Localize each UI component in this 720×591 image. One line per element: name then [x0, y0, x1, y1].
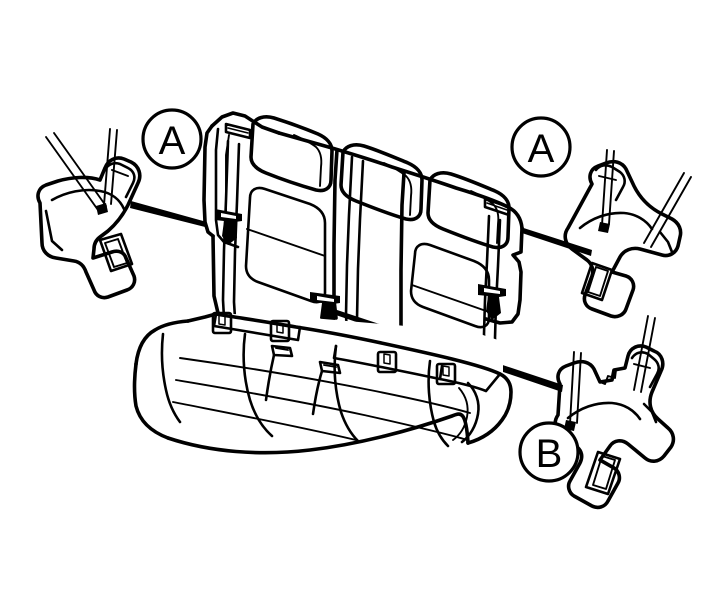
buckle-b-pad-crease [633, 363, 651, 369]
cushion-seam-divider-3 [427, 359, 450, 448]
buckle-b-press-pad [630, 351, 660, 389]
headrest-center [339, 143, 424, 222]
seat-cushion-front-edge [132, 362, 170, 440]
seat-cushion-right-edge [466, 372, 513, 445]
buckle-a-left-strap-4 [110, 129, 118, 205]
callout-b-circle [518, 421, 580, 483]
buckle-a-left-tongue-slot-inner [104, 238, 128, 268]
callout-a-left[interactable]: A [141, 108, 203, 170]
buckle-b [553, 315, 676, 510]
buckle-b-strap-end [642, 402, 658, 424]
buckle-b-tongue-slot-outer [584, 450, 622, 496]
buckle-a-right-strap-end [658, 230, 674, 254]
buckle-a-right-press-pad [594, 164, 626, 202]
buckle-a-left-press-pad [103, 161, 136, 199]
seat-cushion-top-rear-run [214, 312, 502, 376]
buckle-a-left-pad-crease [111, 169, 129, 177]
rear-seat-assembly [132, 111, 524, 457]
anchor-bracket-2 [269, 319, 291, 343]
buckle-a-left-strap-end [44, 209, 64, 252]
seat-back-left-panel-edge [214, 127, 240, 249]
seatback-panel-right-crease [411, 284, 490, 313]
anchor-bracket-1 [211, 311, 233, 335]
buckle-a-right-tongue-slot-inner [587, 266, 609, 297]
seat-cushion-left-round [134, 319, 190, 366]
callout-a-left-circle [141, 108, 203, 170]
seat-belt-webbing-left [215, 139, 242, 320]
seat-back-left-edge [202, 124, 215, 238]
buckle-a-left-inner [50, 188, 126, 211]
callout-b-center[interactable]: B [518, 421, 580, 483]
cushion-seam-left-outer [160, 332, 182, 424]
buckle-a-right [563, 149, 692, 319]
buckle-a-right-inner [578, 211, 654, 231]
belt-guide-right [483, 197, 511, 217]
buckle-a-right-tongue-slot-outer [580, 261, 614, 302]
anchor-bracket-4 [435, 362, 457, 386]
cushion-crease-2 [175, 379, 465, 440]
buckle-a-left-body [36, 156, 142, 300]
buckle-a-left-strap-2 [53, 132, 107, 207]
cushion-rear-ledge-2 [332, 344, 444, 381]
buckle-a-right-strap-tip [598, 222, 610, 233]
leader-a-left-arrow [130, 201, 214, 229]
seatback-panel-right [409, 242, 491, 329]
buckle-a-left-tongue-slot-outer [98, 232, 134, 273]
anchor-bracket-3 [376, 350, 398, 374]
callout-a-right[interactable]: A [510, 116, 572, 178]
seat-back-right-edge [484, 226, 524, 325]
headrest-left [249, 115, 334, 193]
buckle-receptacle-left [264, 344, 294, 402]
callout-a-right-circle [510, 116, 572, 178]
buckle-a-right-pad-crease [598, 175, 617, 181]
buckle-b-body [553, 344, 676, 510]
buckle-b-tongue-slot-inner [592, 455, 616, 490]
callout-a-right-label: A [528, 127, 555, 171]
headrest-right [426, 171, 511, 250]
buckle-a-left-strap-1 [45, 136, 99, 211]
buckle-a-left [36, 128, 142, 300]
callout-a-left-label: A [159, 119, 186, 163]
seat-back-outline [210, 111, 281, 135]
buckle-b-inner [566, 401, 642, 421]
cushion-right-bolster [460, 381, 480, 444]
seatback-split-line [332, 148, 339, 320]
cushion-rear-ledge [212, 312, 302, 342]
buckle-receptacle-right [311, 360, 342, 416]
seat-back-fill [205, 113, 522, 324]
headrest-left-crease [293, 134, 323, 187]
callout-b-label: B [536, 432, 563, 476]
seatback-panel-left [244, 186, 327, 304]
cushion-right-bolster-inner [452, 387, 469, 441]
seat-cushion-front-lower [166, 412, 470, 455]
buckle-a-right-body [563, 159, 683, 319]
headrest-center-crease [383, 162, 413, 216]
belt-guide-left [224, 122, 252, 140]
buckle-a-right-strap-4 [650, 176, 692, 248]
cushion-seam-divider-1 [242, 332, 274, 438]
seatback-panel-left-crease [246, 228, 326, 257]
buckle-a-right-strap-3 [643, 172, 685, 244]
cushion-crease-1 [179, 357, 471, 414]
buckle-a-left-strap-tip [96, 203, 108, 215]
buckle-b-notch-detail [599, 369, 617, 385]
cushion-crease-3 [172, 401, 357, 441]
headrest-right-crease [470, 190, 500, 244]
